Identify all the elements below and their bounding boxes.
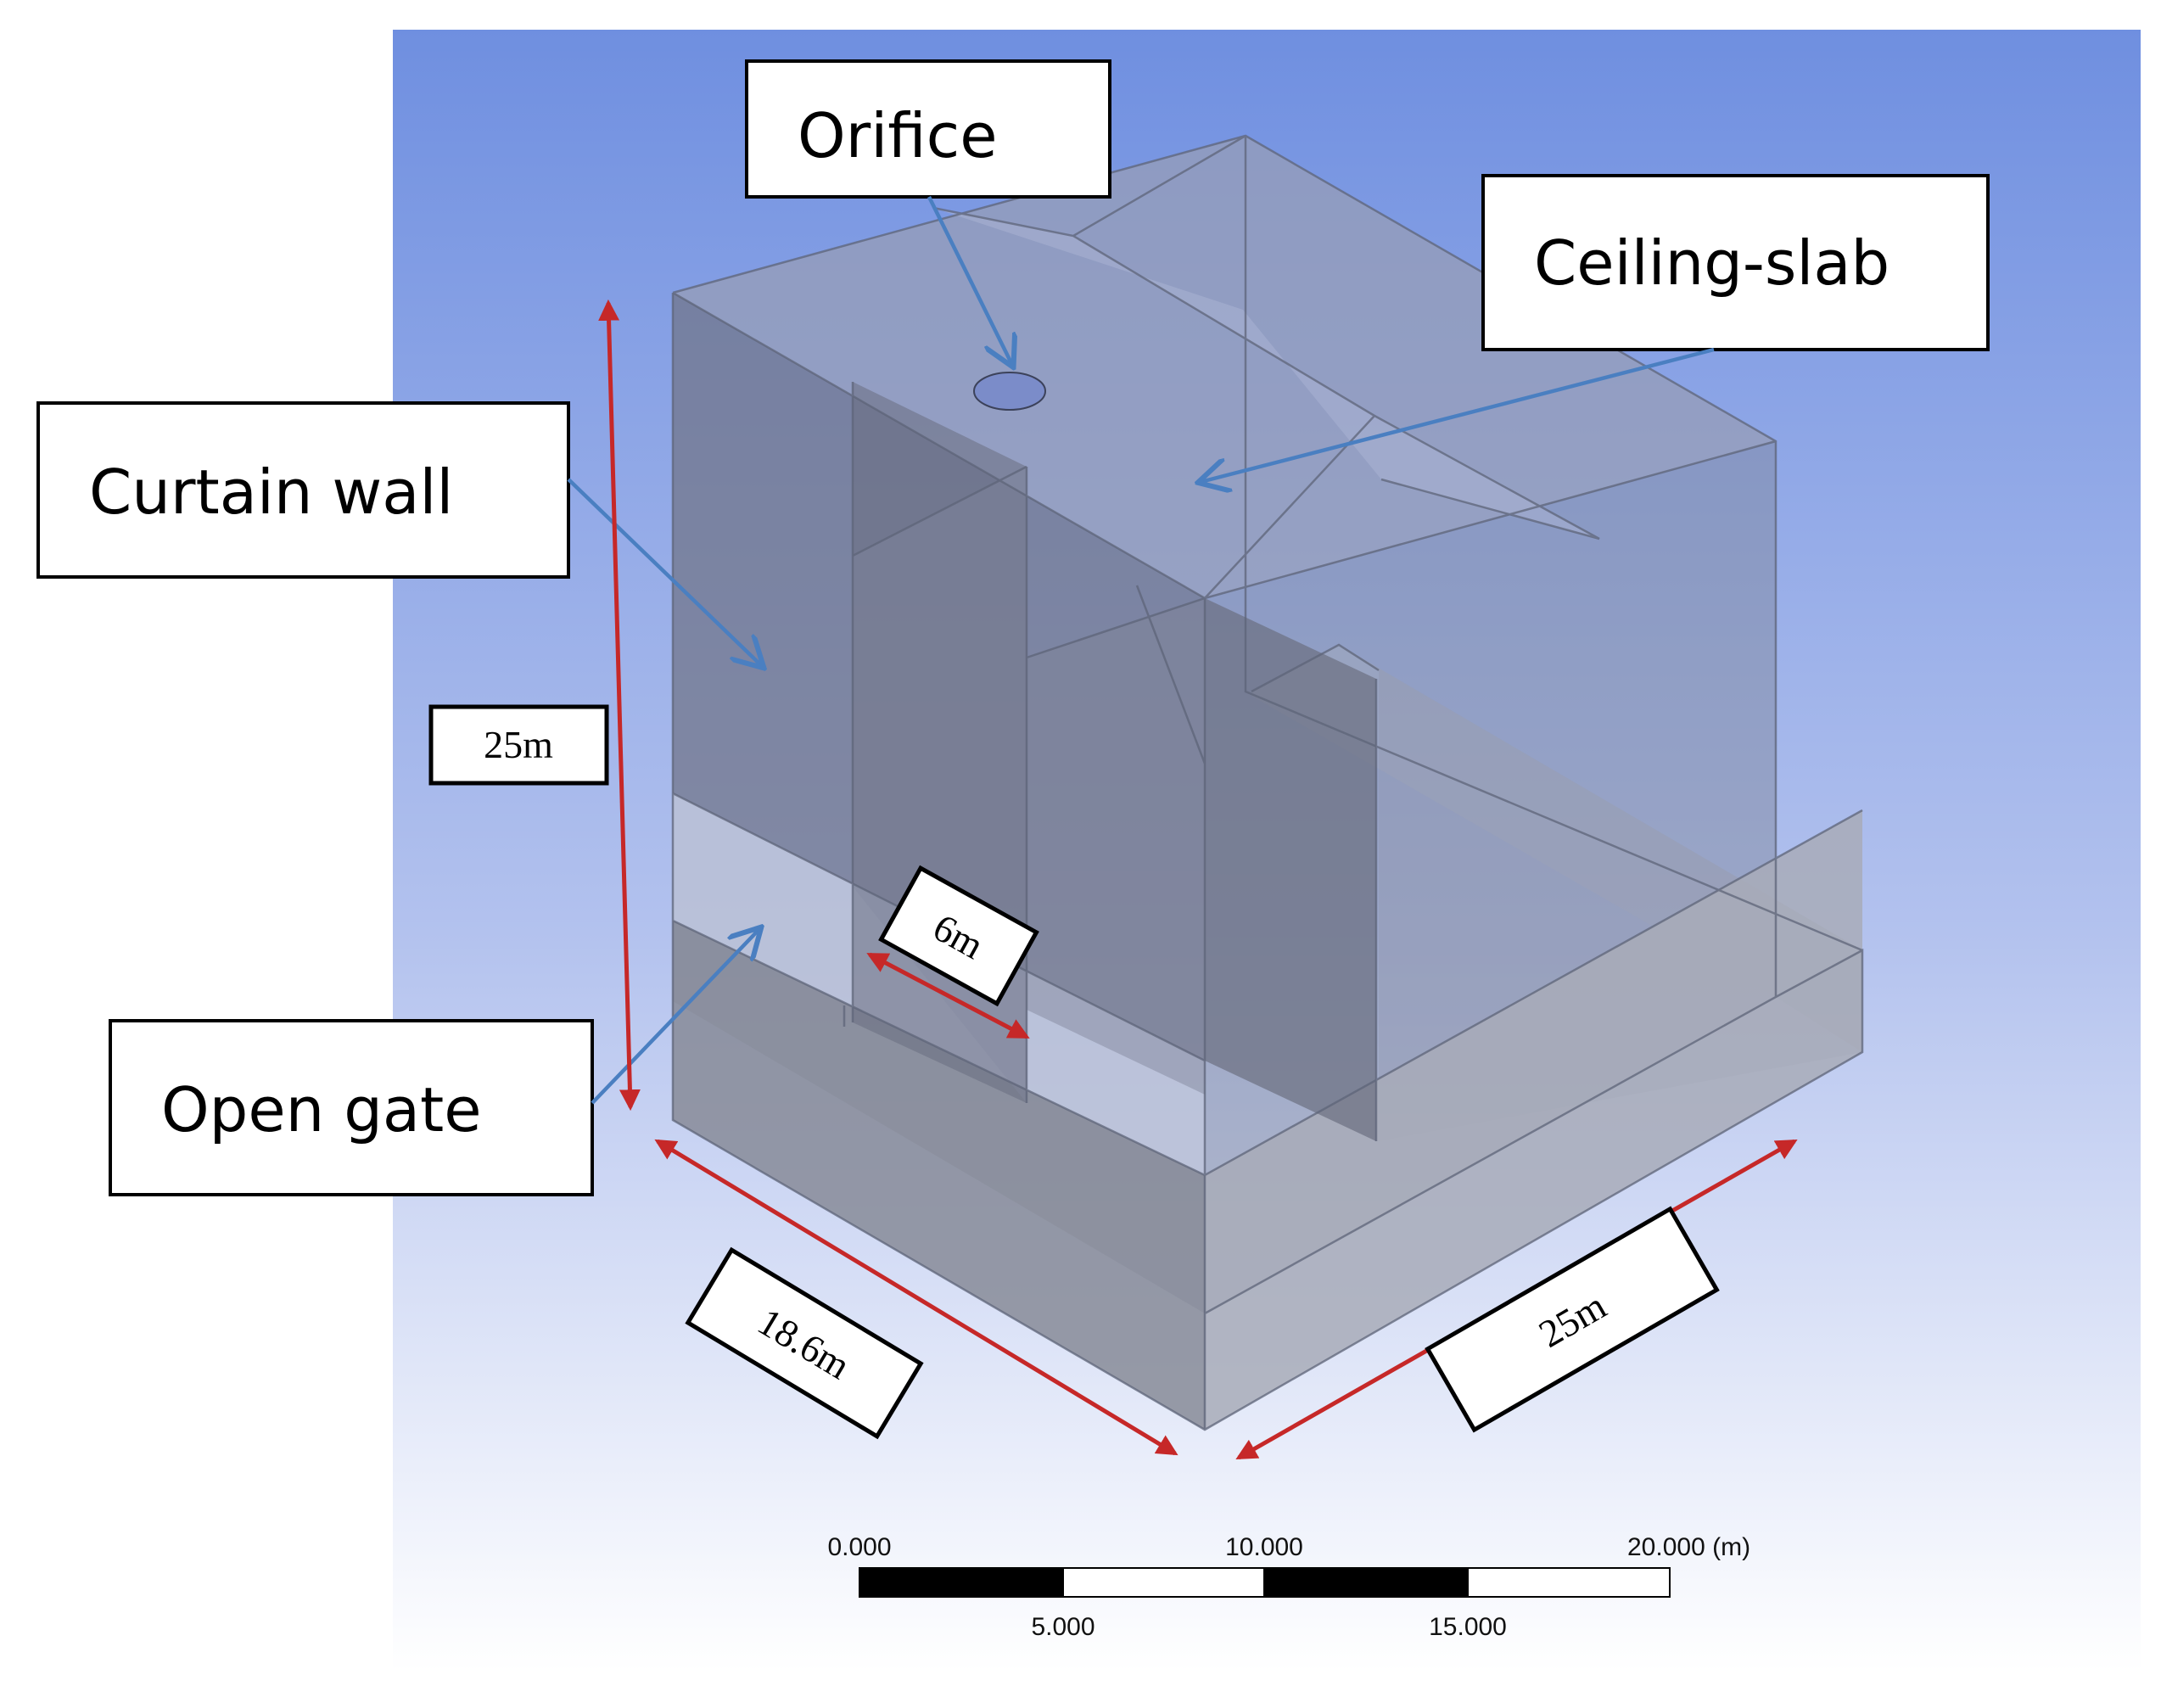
height-dimension-arrow (598, 299, 641, 1112)
scale-bar: 0.000 10.000 20.000 (m) 5.000 15.000 (827, 1533, 1750, 1641)
scale-label-15: 15.000 (1429, 1613, 1507, 1641)
orifice-hole (973, 372, 1046, 411)
dimension-gate-width-box (878, 865, 1039, 1007)
callout-ceiling-slab: Ceiling-slab (1481, 174, 1990, 351)
dimension-gate-width-label: 6m (878, 865, 1039, 1007)
dimension-depth-box (1425, 1206, 1720, 1433)
scale-bar-segment-4 (1467, 1567, 1671, 1598)
callout-open-gate-label: Open gate (161, 1074, 482, 1145)
callout-ceiling-slab-box (1481, 174, 1990, 351)
callout-open-gate-box (109, 1019, 594, 1196)
scale-label-20: 20.000 (m) (1627, 1533, 1750, 1561)
scale-label-10: 10.000 (1225, 1533, 1303, 1561)
dimension-width-box (685, 1246, 924, 1440)
callout-curtain-wall: Curtain wall (36, 401, 570, 579)
dimension-height-box (428, 704, 609, 786)
callout-orifice-box (745, 59, 1111, 199)
dimension-depth-label: 25m (1425, 1206, 1720, 1433)
callout-orifice: Orifice (745, 59, 1111, 199)
callout-orifice-label: Orifice (798, 100, 998, 171)
right-wall (1205, 598, 1376, 1141)
width-dimension-arrow (654, 1139, 1178, 1456)
ceiling-slab-ramp (933, 208, 1599, 539)
dimension-height-label: 25m (428, 704, 609, 786)
pier-right (1027, 598, 1205, 1095)
orifice-arrow (927, 196, 1012, 365)
scale-bar-segment-3 (1263, 1567, 1469, 1598)
gate-width-dimension-arrow (866, 952, 1030, 1039)
scale-bar-segment-1 (859, 1567, 1064, 1598)
scale-label-0: 0.000 (827, 1533, 891, 1561)
callout-ceiling-slab-label: Ceiling-slab (1534, 227, 1889, 299)
scale-bar-segment-2 (1062, 1567, 1265, 1598)
callout-curtain-wall-label: Curtain wall (89, 456, 453, 528)
ceiling-slab-arrow (1201, 347, 1715, 482)
top-face (673, 136, 1776, 598)
callout-open-gate: Open gate (109, 1019, 594, 1196)
dimension-height-text: 25m (484, 723, 553, 766)
callout-curtain-wall-box (36, 401, 570, 579)
scale-label-5: 5.000 (1031, 1613, 1094, 1641)
dimension-width-label: 18.6m (685, 1246, 924, 1440)
